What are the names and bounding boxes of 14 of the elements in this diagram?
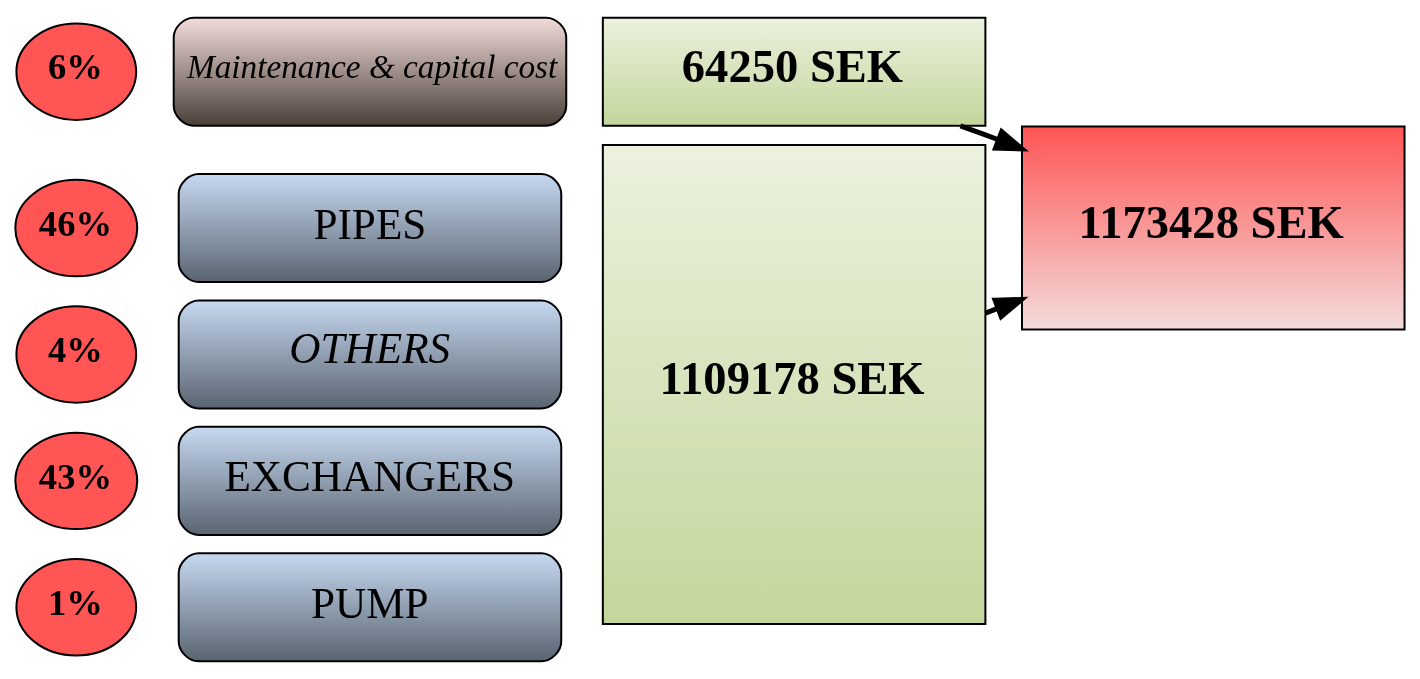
node-box: PUMP <box>177 552 563 663</box>
node-box: 1173428 SEK <box>1021 125 1406 331</box>
node-ellipse: 1% <box>15 558 138 657</box>
node-box: 64250 SEK <box>601 16 987 127</box>
arrow <box>959 123 1029 152</box>
node-ellipse: 6% <box>15 22 138 121</box>
node-ellipse: 4% <box>15 305 138 404</box>
node-ellipse: 43% <box>14 431 139 531</box>
node-box: OTHERS <box>177 299 563 410</box>
node-box: 1109178 SEK <box>601 143 987 625</box>
node-box: PIPES <box>177 173 563 284</box>
node-ellipse: 46% <box>14 178 139 278</box>
node-box: EXCHANGERS <box>177 425 563 536</box>
node-box: Maintenance & capital cost <box>172 16 568 127</box>
